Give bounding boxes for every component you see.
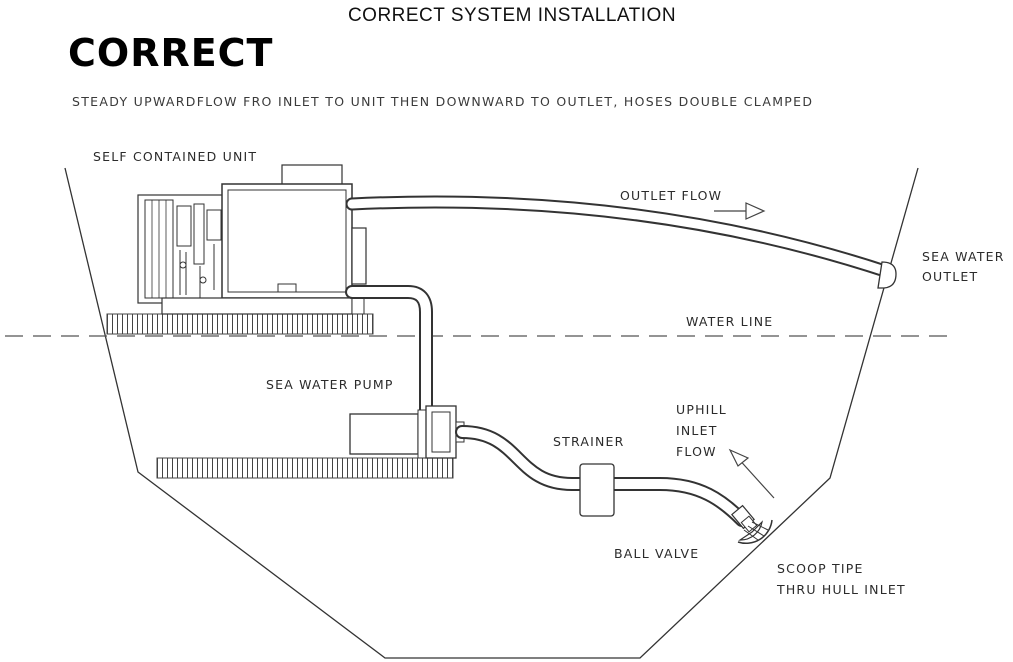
label-self-contained-unit: SELF CONTAINED UNIT (93, 149, 257, 164)
diagram-title: CORRECT SYSTEM INSTALLATION (348, 5, 676, 26)
label-water-line: WATER LINE (686, 314, 773, 329)
label-inlet: INLET (676, 423, 718, 438)
label-uphill: UPHILL (676, 402, 727, 417)
uphill-flow-arrow (728, 448, 775, 499)
label-scoop-tipe: SCOOP TIPE (777, 561, 864, 576)
label-outlet-flow: OUTLET FLOW (620, 188, 722, 203)
label-sea-water-outlet-2: OUTLET (922, 269, 978, 284)
sea-water-outlet-fitting (877, 261, 897, 289)
strainer (579, 463, 615, 517)
label-sea-water-pump: SEA WATER PUMP (266, 377, 394, 392)
outlet-flow-arrow (714, 202, 766, 220)
unit-platform (106, 313, 374, 335)
pump-platform (156, 457, 454, 479)
self-contained-unit (137, 164, 367, 315)
label-flow: FLOW (676, 444, 717, 459)
correct-heading: CORRECT (68, 31, 273, 75)
diagram-description: STEADY UPWARDFLOW FRO INLET TO UNIT THEN… (72, 94, 813, 109)
label-sea-water-outlet-1: SEA WATER (922, 249, 1005, 264)
label-ball-valve: BALL VALVE (614, 546, 699, 561)
label-thru-hull-inlet: THRU HULL INLET (776, 582, 906, 597)
hull-outline (64, 167, 919, 659)
scoop-thru-hull-inlet (737, 519, 773, 545)
label-strainer: STRAINER (553, 434, 625, 449)
sea-water-pump (349, 405, 465, 459)
